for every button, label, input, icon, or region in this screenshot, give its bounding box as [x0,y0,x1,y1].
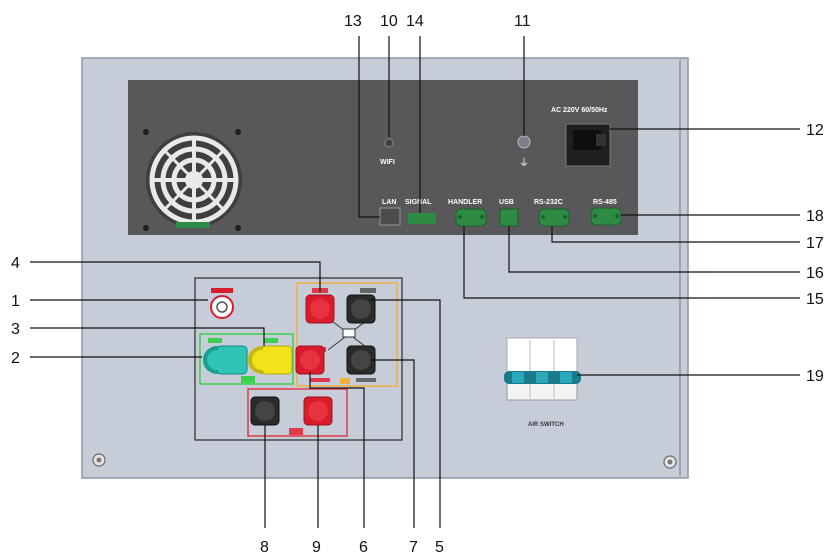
ground-terminal-icon [517,135,531,149]
green-terminal-frame [199,333,294,385]
power-socket[interactable] [565,123,611,167]
screw-icon [92,453,106,467]
black-terminal-top[interactable] [346,294,376,324]
callout-8: 8 [260,539,269,556]
callout-16: 16 [806,265,824,282]
red-terminal-top[interactable] [305,294,335,324]
emergency-stop-button[interactable] [210,288,234,319]
orange-terminal-frame [296,282,398,387]
signal-port[interactable] [408,213,436,224]
power-rating-label: AC 220V 60/50Hz [551,107,608,114]
rs232-label: RS-232C [534,199,563,206]
leader-lines [30,36,800,528]
red-terminal-middle[interactable] [295,345,325,375]
callout-17: 17 [806,235,824,252]
rs485-label: RS-485 [593,199,617,206]
wifi-antenna-icon [384,138,394,148]
callout-19: 19 [806,368,824,385]
callout-4: 4 [11,255,20,272]
usb-label: USB [499,199,514,206]
wifi-label: WIFI [380,159,395,166]
lan-port[interactable] [379,207,401,226]
yellow-terminal[interactable] [248,345,293,375]
callout-9: 9 [312,539,321,556]
cooling-fan [143,129,242,231]
callout-15: 15 [806,291,824,308]
rs232-port[interactable] [538,208,570,227]
ground-symbol: ⏚ [519,157,529,169]
cyan-terminal[interactable] [203,345,248,375]
terminal-box [194,277,403,441]
air-switch-label: AIR SWITCH [528,422,564,428]
callout-6: 6 [359,539,368,556]
handler-port[interactable] [455,208,487,227]
handler-label: HANDLER [448,199,482,206]
rs485-port[interactable] [590,207,622,226]
callout-13: 13 [344,13,362,30]
lan-label: LAN [382,199,396,206]
callout-2: 2 [11,350,20,367]
callout-14: 14 [406,13,424,30]
usb-port[interactable] [499,208,519,227]
black-terminal-bottom[interactable] [250,396,280,426]
callout-5: 5 [435,539,444,556]
signal-label: SIGNAL [405,199,432,206]
callout-3: 3 [11,321,20,338]
air-switch[interactable] [504,337,581,401]
callout-12: 12 [806,122,824,139]
black-terminal-middle[interactable] [346,345,376,375]
callout-10: 10 [380,13,398,30]
screw-icon [663,455,677,469]
red-terminal-bottom[interactable] [303,396,333,426]
red-terminal-frame [247,388,348,437]
callout-7: 7 [409,539,418,556]
callout-18: 18 [806,208,824,225]
callout-11: 11 [514,13,531,30]
callout-1: 1 [11,293,20,310]
